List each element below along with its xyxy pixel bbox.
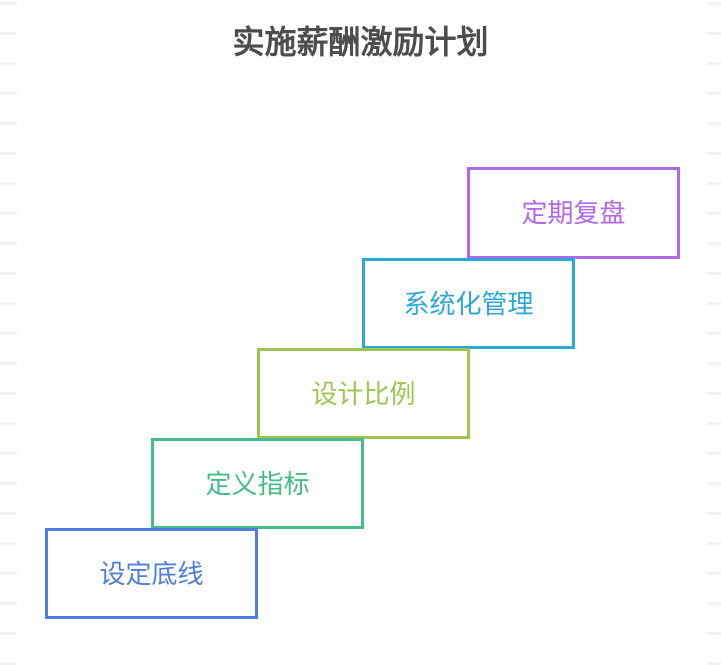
step-box-set-baseline: 设定底线 — [45, 528, 258, 619]
step-label: 定期复盘 — [521, 198, 626, 228]
step-box-periodic-review: 定期复盘 — [467, 167, 680, 259]
step-label: 设定底线 — [99, 558, 204, 589]
step-label: 定义指标 — [205, 468, 310, 499]
step-box-design-ratio: 设计比例 — [257, 348, 470, 439]
step-box-define-metrics: 定义指标 — [151, 438, 364, 529]
right-edge-ruler-ticks — [707, 2, 721, 665]
left-edge-ruler-ticks — [0, 2, 17, 665]
step-label: 系统化管理 — [403, 288, 534, 319]
step-label: 设计比例 — [311, 378, 416, 409]
diagram-title: 实施薪酬激励计划 — [232, 24, 489, 60]
step-box-systematic-management: 系统化管理 — [362, 258, 575, 349]
